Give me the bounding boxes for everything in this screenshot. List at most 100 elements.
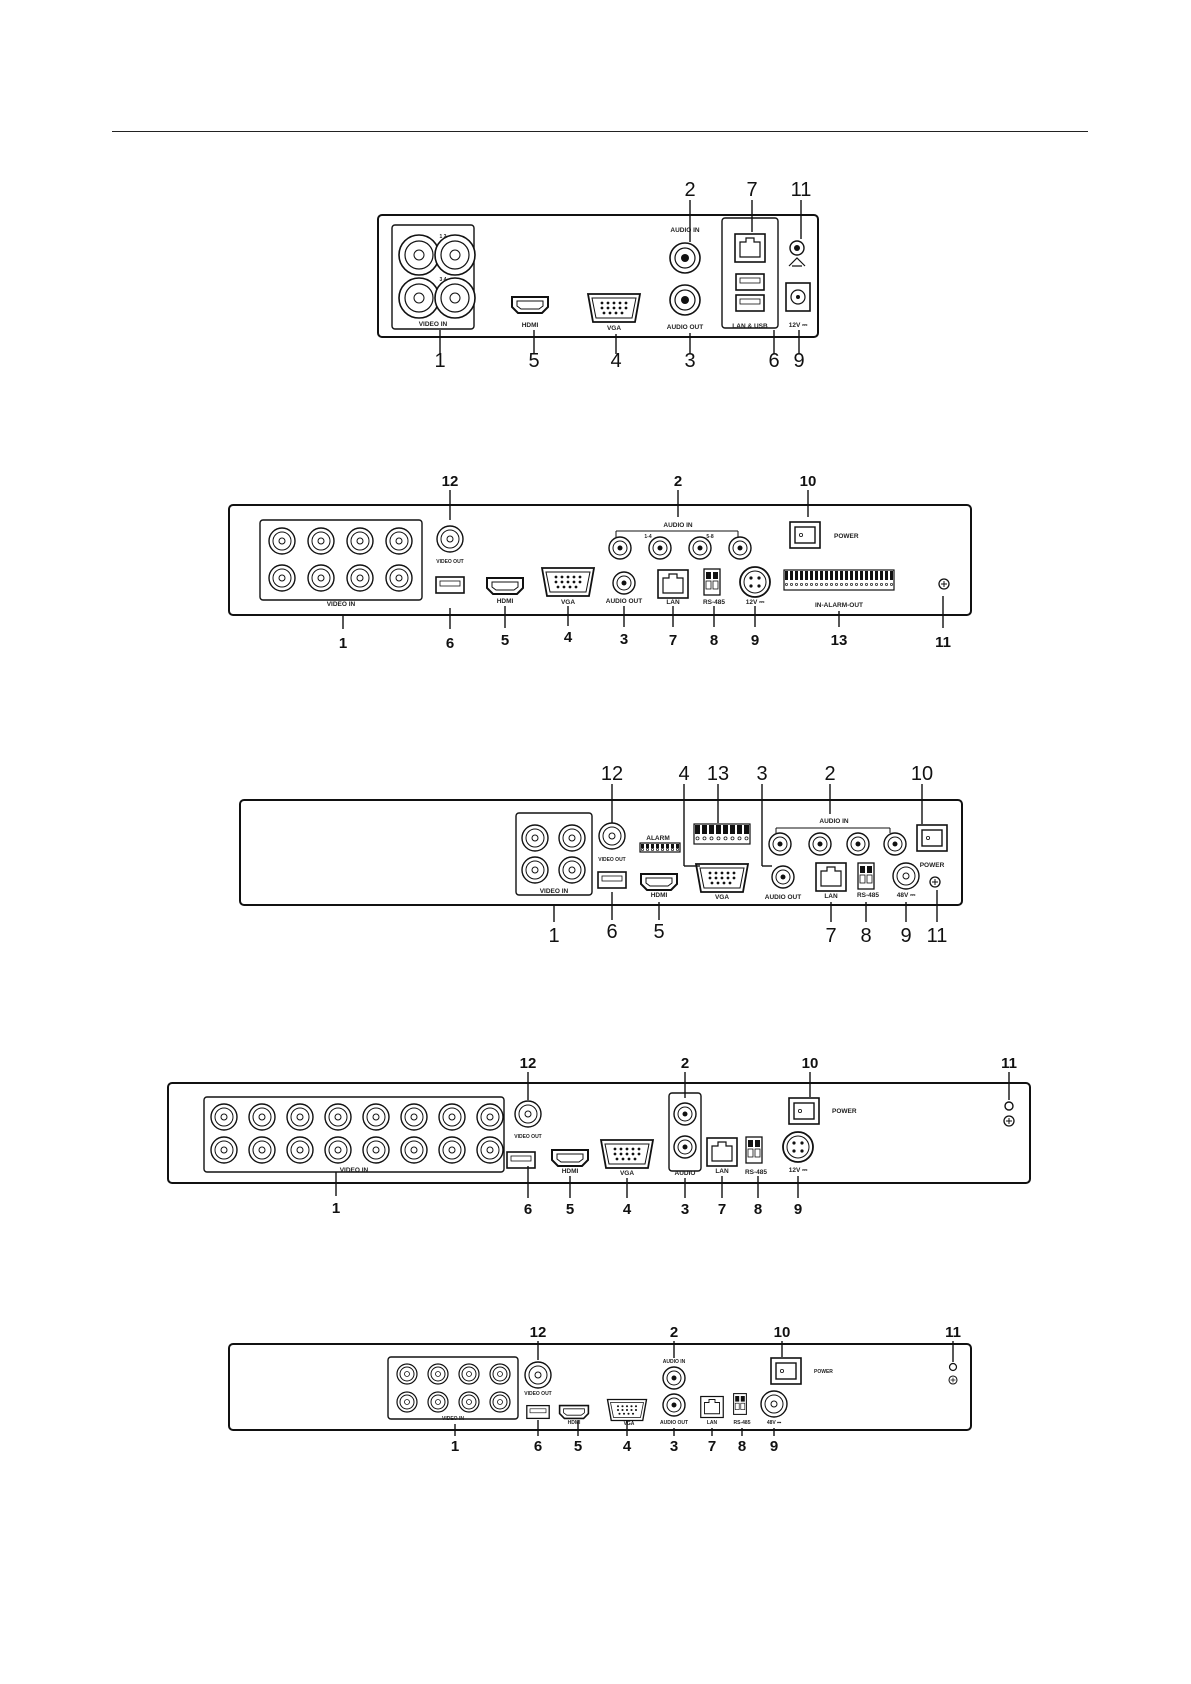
lan-usb-label: LAN & USB [732,323,768,330]
bnc-connector [324,1136,352,1164]
terminal-screw [716,836,721,841]
vga-label: VGA [607,325,621,332]
bnc-connector [476,1136,504,1164]
callout-3: 3 [756,763,767,785]
lan-port [706,1137,738,1167]
audio-in-jack [648,536,672,560]
terminal-screw [785,582,788,586]
callout-4: 4 [678,763,689,785]
callout-3: 3 [681,1201,689,1218]
lan-label: LAN [707,1420,718,1426]
lan-port [734,233,766,263]
ground-screw-hole [948,1362,958,1372]
terminal-screw [800,582,803,586]
terminal-screw [835,582,838,586]
audio-out-jack [771,865,795,889]
power-input-label: 12V ⎓ [789,1167,808,1174]
terminal-pin [870,571,873,580]
rs485-terminal [857,862,875,890]
hdmi-label: HDMI [651,892,668,899]
callout-9: 9 [900,925,911,947]
video-in-group [391,224,475,330]
power-input-connector [739,566,771,598]
bnc-connector [438,1103,466,1131]
terminal-pin [875,571,878,580]
video-in-label: VIDEO IN [540,888,569,895]
callout-11: 11 [1001,1055,1017,1072]
terminal-screw [890,582,893,586]
lan-usb-group [721,217,779,329]
terminal-screw [695,836,700,841]
terminal-screw [671,848,674,851]
audio-out-jack [669,284,701,316]
header-rule [112,131,1088,132]
vga-port [695,863,749,893]
audio-label: AUDIO [675,1170,696,1177]
power-switch [770,1357,802,1385]
callout-11: 11 [927,925,948,947]
video-out-label: VIDEO OUT [524,1391,552,1397]
video-in-group [203,1096,505,1173]
callout-3: 3 [670,1438,678,1455]
callout-3: 3 [684,350,695,372]
power-input-connector [892,862,920,890]
bnc-connector [248,1136,276,1164]
terminal-screw [744,836,749,841]
terminal-pin [695,825,700,834]
callout-6: 6 [524,1201,532,1218]
callout-12: 12 [601,763,623,785]
rs485-terminal [703,568,721,596]
bnc-connector [558,856,586,884]
callout-4: 4 [623,1438,632,1455]
terminal-screw [860,582,863,586]
callout-8: 8 [738,1438,746,1455]
dc-jack-pin [796,295,800,299]
bnc-connector [286,1136,314,1164]
audio-in-label: AUDIO IN [663,1359,686,1365]
vga-label: VGA [624,1421,635,1427]
video-in-label: VIDEO IN [327,601,356,608]
bnc-connector [400,1136,428,1164]
callout-11: 11 [945,1324,961,1341]
callout-11: 11 [791,179,812,201]
hdmi-port [511,296,549,314]
terminal-pin [815,571,818,580]
power-switch [789,521,821,549]
terminal-screw [840,582,843,586]
audio-out-label: AUDIO OUT [606,598,643,605]
rs485-terminal [745,1136,763,1164]
audio-out-jack [673,1135,697,1159]
panel-fig2 [228,504,972,616]
callout-12: 12 [442,473,459,490]
video-out-label: VIDEO OUT [598,857,626,863]
callout-12: 12 [520,1055,537,1072]
video-out-label: VIDEO OUT [436,559,464,565]
terminal-pin [795,571,798,580]
audio-in-jack [688,536,712,560]
callout-8: 8 [754,1201,762,1218]
callout-6: 6 [606,921,617,943]
terminal-pin [880,571,883,580]
callout-10: 10 [800,473,817,490]
hdmi-port [551,1149,589,1167]
power-switch-label: POWER [920,862,945,869]
callout-6: 6 [446,635,454,652]
alarm-terminal-small [639,842,681,853]
terminal-pin [651,844,654,849]
terminal-pin [835,571,838,580]
terminal-pin [800,571,803,580]
terminal-pin [730,825,735,834]
terminal-pin [840,571,843,580]
bnc-connector [400,1103,428,1131]
terminal-screw [676,848,679,851]
lan-port [700,1395,724,1419]
vga-port [587,293,641,323]
callout-8: 8 [860,925,871,947]
panel-fig1 [377,214,819,338]
alarm-terminal-block [693,823,751,845]
callout-13: 13 [707,763,729,785]
bnc-connector [210,1103,238,1131]
ground-screw [938,578,950,590]
